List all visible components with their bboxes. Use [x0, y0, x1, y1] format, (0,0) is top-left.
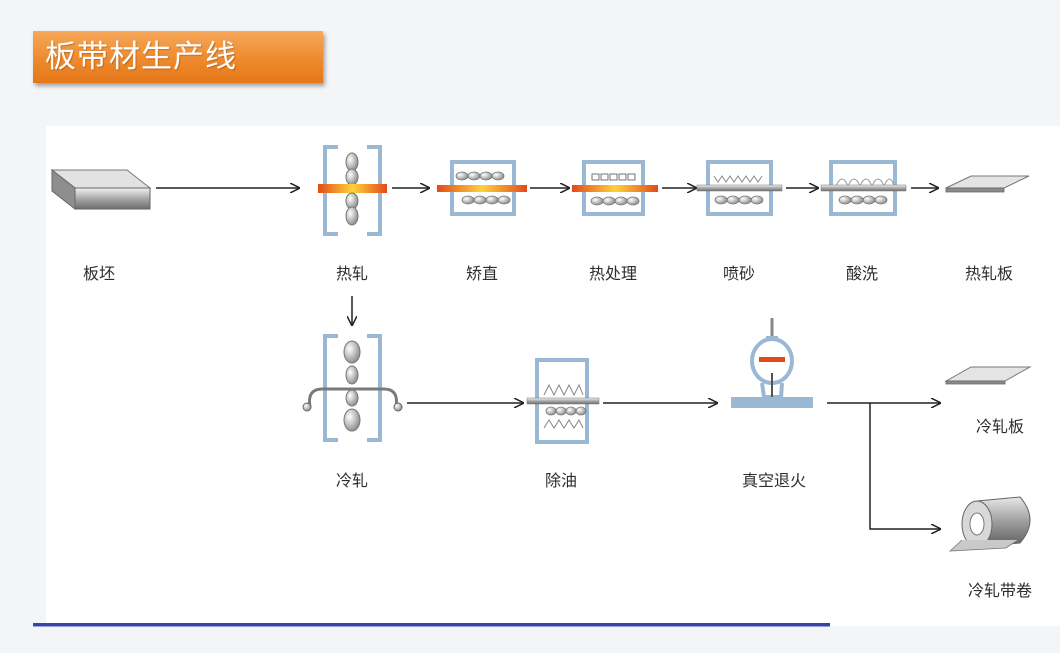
cold-rolled-plate-sheet — [944, 366, 1032, 385]
degreasing-tank — [526, 358, 600, 444]
label-hot-rolling: 热轧 — [335, 264, 369, 283]
straightening-unit — [437, 160, 527, 216]
label-cold-rolled-plate: 冷轧板 — [975, 417, 1025, 436]
page-title: 板带材生产线 — [33, 31, 323, 83]
sandblasting-unit — [696, 160, 783, 216]
diagram-panel — [46, 126, 1060, 626]
heat-treatment-furnace — [572, 160, 658, 216]
billet-block — [50, 168, 152, 211]
label-heat-treatment: 热处理 — [588, 264, 638, 283]
label-pickling: 酸洗 — [845, 264, 879, 283]
cold-rolling-mill — [302, 334, 403, 442]
label-vacuum-annealing: 真空退火 — [741, 471, 807, 490]
label-hot-rolled-plate: 热轧板 — [964, 264, 1014, 283]
label-straightening: 矫直 — [465, 264, 499, 283]
cold-rolled-coil-roll — [948, 496, 1031, 552]
hot-rolling-mill — [318, 145, 387, 236]
label-cold-rolled-coil: 冷轧带卷 — [967, 581, 1033, 600]
label-cold-rolling: 冷轧 — [335, 471, 369, 490]
arrow-to-cold-rolled-coil — [869, 403, 940, 529]
bottom-divider — [33, 623, 830, 627]
vacuum-annealing-furnace — [731, 318, 813, 408]
hot-rolled-plate-sheet — [945, 175, 1030, 193]
label-sandblasting: 喷砂 — [722, 264, 756, 283]
label-billet: 板坯 — [82, 264, 116, 283]
label-degreasing: 除油 — [544, 471, 578, 490]
pickling-tank — [820, 160, 907, 216]
